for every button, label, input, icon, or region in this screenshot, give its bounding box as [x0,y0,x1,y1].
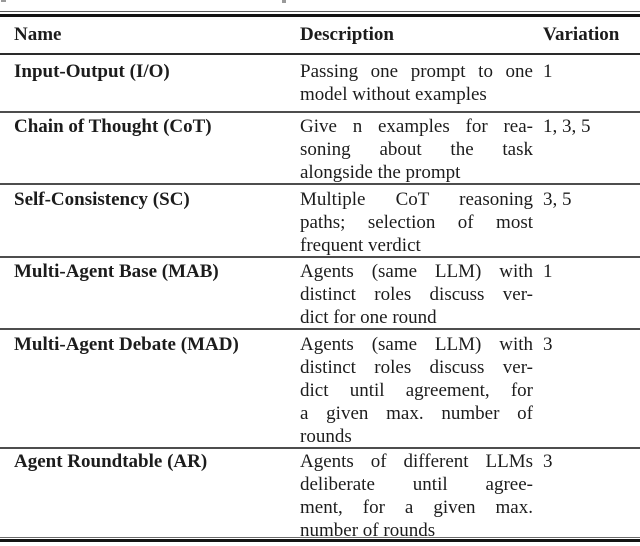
row-separator-rule [0,447,640,449]
cropped-text-fragment [282,0,286,3]
name-cell: Agent Roundtable (AR) [14,451,208,472]
description-line: rounds [300,426,352,447]
description-line: a given max. number of [300,403,533,424]
description-line: distinct roles discuss ver- [300,284,533,305]
name-cell: Chain of Thought (CoT) [14,116,212,137]
description-cell: Agents (same LLM) with distinct roles di… [300,260,533,329]
column-header-description: Description [300,24,394,45]
description-line: model without examples [300,84,487,105]
description-line: Agents (same LLM) with [300,334,533,355]
variation-cell: 3, 5 [543,189,572,210]
description-line: deliberate until agree- [300,474,533,495]
table-header-rule [0,53,640,55]
column-header-variation: Variation [543,24,620,45]
description-line: distinct roles discuss ver- [300,357,533,378]
variation-cell: 3 [543,334,553,355]
name-cell: Multi-Agent Base (MAB) [14,261,219,282]
description-cell: Passing one prompt to one model without … [300,60,533,106]
description-cell: Agents of different LLMs deliberate unti… [300,450,533,542]
name-cell: Self-Consistency (SC) [14,189,190,210]
description-line: Passing one prompt to one [300,61,533,82]
name-cell: Multi-Agent Debate (MAD) [14,334,239,355]
variation-cell: 1, 3, 5 [543,116,591,137]
cropped-text-fragment [1,0,6,2]
row-separator-rule [0,328,640,330]
description-line: Agents (same LLM) with [300,261,533,282]
variation-cell: 3 [543,451,553,472]
name-cell: Input-Output (I/O) [14,61,170,82]
description-line: number of rounds [300,520,436,541]
description-line: soning about the task [300,139,533,160]
table-top-rule [0,14,640,17]
description-line: ment, for a given max. [300,497,533,518]
description-line: dict until agreement, for [300,380,533,401]
description-line: dict for one round [300,307,437,328]
table-top-rule [0,11,640,12]
variation-cell: 1 [543,61,553,82]
description-cell: Agents (same LLM) with distinct roles di… [300,333,533,448]
variation-cell: 1 [543,261,553,282]
description-line: Agents of different LLMs [300,451,533,472]
description-line: Give n examples for rea- [300,116,533,137]
row-separator-rule [0,111,640,113]
row-separator-rule [0,256,640,258]
description-cell: Multiple CoT reasoning paths; selection … [300,188,533,257]
table-bottom-rule [0,539,640,542]
table-bottom-rule [0,537,640,538]
row-separator-rule [0,183,640,185]
description-line: alongside the prompt [300,162,461,183]
column-header-name: Name [14,24,62,45]
description-line: Multiple CoT reasoning [300,189,533,210]
description-line: paths; selection of most [300,212,533,233]
description-cell: Give n examples for rea- soning about th… [300,115,533,184]
description-line: frequent verdict [300,235,421,256]
